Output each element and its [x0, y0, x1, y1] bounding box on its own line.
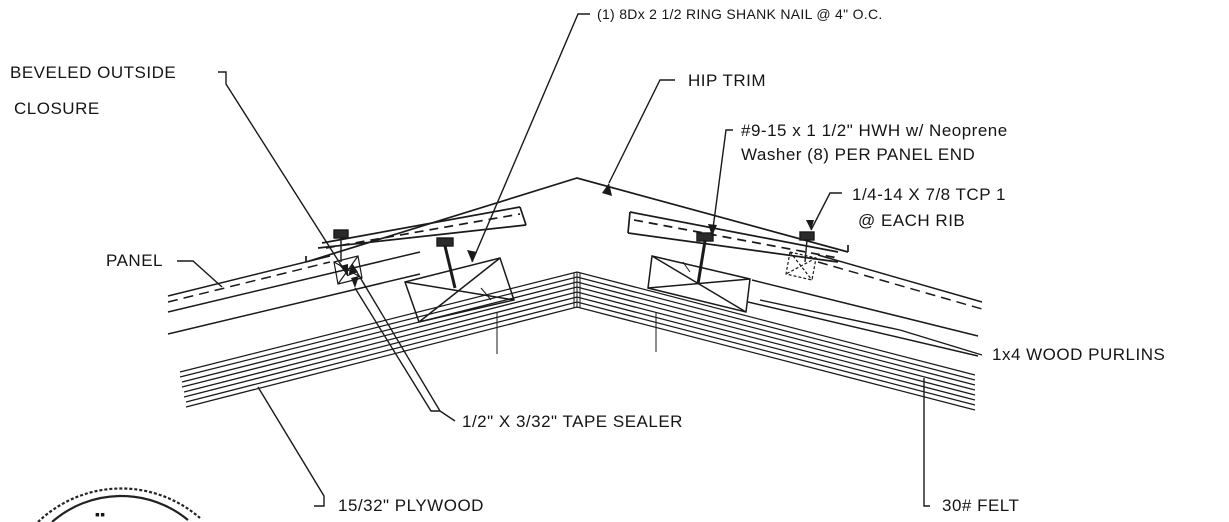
seal-stamp: ▪▪ — [37, 487, 201, 522]
felt-label: 30# FELT — [942, 496, 1019, 515]
seal-stamp-text: ▪▪ — [95, 506, 106, 522]
panel-label: PANEL — [106, 251, 163, 270]
panel-right — [747, 254, 983, 357]
purlin-left — [404, 257, 515, 323]
tape-sealer-label: 1/2" X 3/32" TAPE SEALER — [462, 412, 683, 431]
closure-right — [785, 251, 817, 281]
hwh-screw-label-line2: Washer (8) PER PANEL END — [741, 145, 975, 164]
hip-trim — [305, 177, 849, 263]
nail-label: (1) 8Dx 2 1/2 RING SHANK NAIL @ 4" O.C. — [597, 6, 883, 22]
beveled-closure-label-line1: BEVELED OUTSIDE — [10, 63, 176, 82]
hip-trim-label: HIP TRIM — [688, 71, 766, 90]
panel-left — [167, 251, 421, 335]
purlins-label: 1x4 WOOD PURLINS — [992, 345, 1165, 364]
hwh-screw-right — [696, 232, 714, 285]
hwh-screw-left — [436, 237, 457, 289]
tcp-screw-left — [333, 229, 349, 262]
interior-marks — [480, 261, 691, 354]
ridge-seam — [573, 272, 581, 308]
tcp-screw-right — [799, 231, 815, 263]
tcp-label-line2: @ EACH RIB — [858, 211, 965, 230]
tcp-label-line1: 1/4-14 X 7/8 TCP 1 — [852, 185, 1006, 204]
hwh-screw-label-line1: #9-15 x 1 1/2" HWH w/ Neoprene — [741, 121, 1008, 140]
leader-lines — [177, 13, 983, 507]
plywood-label: 15/32" PLYWOOD — [338, 496, 484, 515]
arrowheads — [340, 183, 814, 288]
beveled-closure-label-line2: CLOSURE — [14, 99, 100, 118]
